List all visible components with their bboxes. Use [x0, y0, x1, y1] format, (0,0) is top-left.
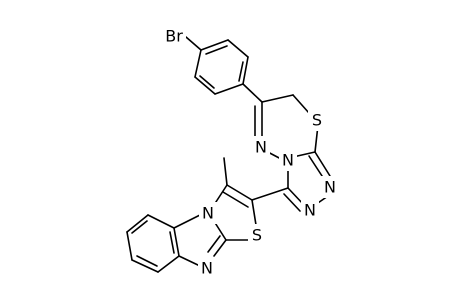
bond-c8a-na-double — [308, 155, 325, 180]
atom-s-thiadiazine: S — [308, 109, 326, 131]
bond-c9a-nim2 — [213, 239, 227, 257]
atom-label-br: Br — [165, 27, 183, 46]
bond-ph-2 — [227, 39, 249, 58]
bond-c3-c2 — [251, 187, 289, 201]
bond-bz-3 — [126, 231, 133, 261]
atom-label-layer: Br S N N N N N S — [162, 24, 339, 279]
atom-n-triazole-a: N — [321, 176, 339, 198]
atom-n-imidazole: N — [198, 257, 216, 279]
atom-n-hydrazone: N — [252, 136, 270, 158]
atom-label-s-thiazole: S — [252, 226, 262, 245]
bond-bz-4 — [131, 259, 159, 273]
bond-nim2-c4a — [178, 255, 201, 267]
bond-ph-1 — [200, 39, 229, 51]
bond-c8b-nim — [173, 213, 203, 229]
bond-layer — [126, 36, 331, 273]
bond-bz-2 — [126, 214, 149, 233]
bond-c2-c3m — [226, 184, 253, 201]
atom-s-thiazole: S — [248, 224, 266, 246]
bond-c2-c3m-double — [222, 191, 249, 208]
atom-label-n-triazole-a: N — [324, 178, 336, 197]
bond-ph-inner-1 — [205, 45, 228, 55]
atom-n-triazole-b: N — [301, 199, 319, 221]
bond-ch2-s — [292, 94, 310, 114]
bond-bz-inner-2 — [136, 255, 158, 267]
atom-label-n-imidazole: N — [201, 259, 213, 278]
bond-c3m-methyl — [223, 157, 228, 186]
atom-n-imidazole-bridge: N — [199, 202, 217, 224]
atom-n-bridge: N — [279, 149, 297, 171]
bond-bz-inner-3 — [169, 231, 175, 254]
bond-c9a-nim2-double — [207, 235, 221, 253]
bond-bz-5 — [157, 255, 180, 273]
atom-br: Br — [162, 24, 186, 46]
bond-nb-c3-double — [283, 193, 301, 212]
atom-label-n-triazole-b: N — [304, 201, 316, 220]
atom-label-n-bridge: N — [282, 151, 294, 170]
bond-ph-6 — [194, 49, 202, 78]
bond-c4a-c8b — [173, 227, 180, 257]
bond-c2-s2 — [251, 199, 257, 226]
bond-bz-inner-1 — [131, 220, 148, 234]
bond-c8a-na — [314, 151, 331, 177]
bond-ph-5 — [194, 76, 216, 95]
atom-label-s-thiadiazine: S — [312, 111, 322, 130]
bond-ph-inner-2 — [238, 61, 244, 82]
bond-c6-ch2 — [261, 94, 294, 103]
atom-label-n-hydrazone: N — [255, 138, 267, 157]
bond-ph-4 — [214, 83, 244, 95]
bond-br-c1 — [185, 36, 202, 51]
bond-ph-inner-3 — [199, 75, 215, 89]
bond-bz-1 — [147, 214, 175, 229]
atom-label-n-imidazole-bridge: N — [202, 204, 214, 223]
bond-ph-c6 — [242, 83, 263, 103]
bond-ph-3 — [242, 56, 249, 85]
